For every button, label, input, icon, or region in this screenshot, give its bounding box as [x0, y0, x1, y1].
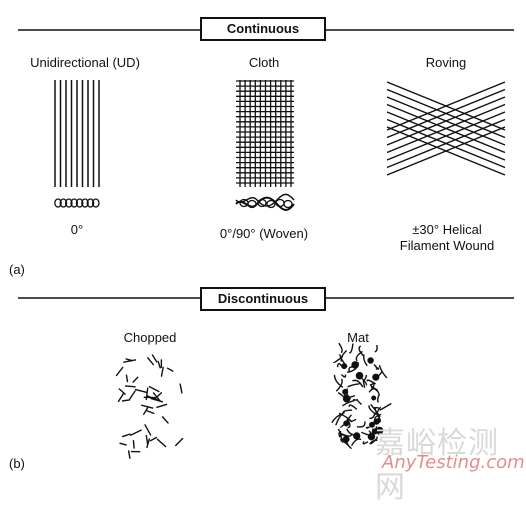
chopped-fiber — [133, 441, 134, 448]
cloth-weave-cross-section-icon — [236, 194, 294, 210]
continuous-title: Continuous — [227, 21, 299, 36]
mat-node — [368, 434, 374, 440]
chopped-fiber — [133, 377, 138, 382]
discontinuous-title: Discontinuous — [218, 291, 308, 306]
mat-node — [354, 433, 360, 439]
mat-fiber — [364, 354, 368, 365]
mat-fiber — [378, 394, 380, 403]
mat-node — [343, 436, 348, 441]
chopped-fibers-icon — [117, 355, 183, 458]
chopped-fiber — [126, 386, 136, 387]
chopped-fiber — [146, 436, 147, 445]
mat-fiber — [348, 384, 360, 387]
mat-fiber — [352, 439, 362, 446]
roving-label: Roving — [426, 55, 466, 70]
chopped-fiber — [122, 400, 129, 401]
mat-fiber — [376, 368, 378, 369]
mat-node — [344, 396, 350, 402]
mat-fiber — [375, 345, 377, 352]
unidirectional-orientation: 0° — [71, 222, 83, 237]
cloth-orientation: 0°/90° (Woven) — [220, 226, 308, 241]
mat-fiber — [349, 405, 357, 409]
roving-orientation-line1: ±30° Helical — [412, 222, 481, 237]
mat-fiber — [363, 441, 368, 443]
chopped-fiber — [152, 355, 156, 362]
unidirectional-cross-section-icon — [55, 199, 99, 207]
chopped-fiber — [117, 367, 123, 375]
chopped-label: Chopped — [124, 330, 177, 345]
roving-orientation-line2: Filament Wound — [400, 238, 494, 253]
unidirectional-fibers-icon — [55, 80, 99, 187]
mat-fiber — [366, 427, 369, 428]
mat-fiber — [357, 422, 365, 427]
chopped-fiber — [129, 451, 130, 458]
chopped-fiber — [157, 439, 165, 446]
chopped-fiber — [162, 367, 164, 376]
chopped-fiber — [168, 368, 173, 371]
mat-node — [372, 396, 376, 400]
chopped-fiber — [149, 387, 158, 392]
chopped-fiber — [145, 425, 151, 435]
chopped-fiber — [147, 411, 154, 414]
chopped-fiber — [180, 384, 182, 393]
mat-node — [352, 362, 358, 368]
mat-node — [342, 364, 347, 369]
chopped-fiber — [158, 361, 160, 367]
chopped-fiber — [148, 358, 154, 365]
mat-fiber — [342, 375, 346, 378]
chopped-fiber — [150, 437, 156, 440]
section-a-tag: (a) — [9, 262, 25, 277]
mat-fiber — [380, 365, 387, 378]
mat-fiber — [357, 399, 361, 404]
mat-label: Mat — [347, 330, 369, 345]
chopped-fiber — [120, 443, 126, 445]
mat-node — [344, 421, 349, 426]
mat-node — [356, 373, 362, 379]
cloth-weave-icon — [236, 80, 294, 187]
chopped-fiber — [136, 390, 147, 393]
unidirectional-label: Unidirectional (UD) — [30, 55, 140, 70]
chopped-fiber — [126, 375, 127, 381]
roving-helical-icon — [387, 82, 505, 175]
chopped-fiber — [126, 359, 132, 361]
chopped-fiber — [163, 417, 168, 423]
mat-node — [373, 374, 379, 380]
chopped-fiber — [123, 434, 130, 436]
mat-fiber — [380, 404, 392, 411]
cloth-label: Cloth — [249, 55, 279, 70]
continuous-header-box: Continuous — [200, 17, 326, 41]
mat-fiber — [339, 343, 342, 353]
section-b-tag: (b) — [9, 456, 25, 471]
chopped-fiber — [129, 391, 135, 400]
chopped-fiber — [119, 389, 125, 394]
chopped-fiber — [157, 404, 167, 407]
mat-node — [370, 422, 375, 427]
watermark-url: AnyTesting.com — [382, 452, 525, 473]
mat-fiber — [367, 380, 375, 384]
mat-node — [343, 390, 348, 395]
chopped-fiber — [176, 439, 183, 446]
mat-fiber — [338, 364, 342, 368]
chopped-fiber — [131, 430, 142, 435]
mat-node — [368, 358, 373, 363]
discontinuous-header-box: Discontinuous — [200, 287, 326, 311]
mat-fiber — [356, 351, 362, 361]
